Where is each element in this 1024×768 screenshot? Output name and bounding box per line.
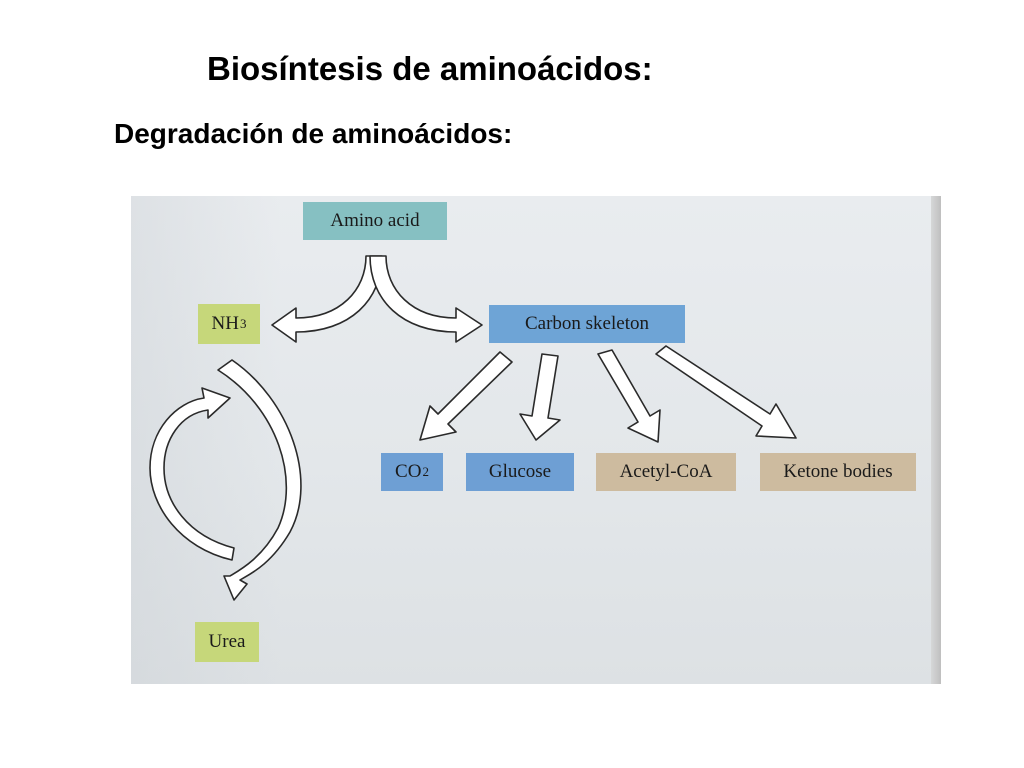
arrow-urea-cycle (217, 359, 302, 601)
slide-title: Biosíntesis de aminoácidos: (207, 50, 653, 87)
diagram-panel (131, 196, 941, 684)
node-ketone-bodies-label: Ketone bodies (783, 461, 893, 482)
node-carbon-skeleton-label: Carbon skeleton (524, 313, 649, 334)
node-carbon-skeleton: Carbon skeleton (489, 305, 685, 343)
node-ketone-bodies: Ketone bodies (760, 453, 916, 491)
arrow-carbon-to-ketone (655, 345, 797, 439)
node-nh3-subscript: 3 (239, 316, 247, 331)
node-urea: Urea (195, 622, 259, 662)
arrow-urea-cycle-return (149, 387, 235, 561)
node-amino-acid-label: Amino acid (330, 210, 420, 231)
arrow-aminoacid-to-carbon (369, 255, 483, 343)
node-co2-label: CO (395, 461, 422, 482)
node-glucose-label: Glucose (488, 461, 552, 482)
slide-subtitle: Degradación de aminoácidos: (114, 118, 513, 149)
node-urea-label: Urea (208, 631, 246, 652)
arrow-aminoacid-to-nh3 (271, 255, 383, 343)
arrow-carbon-to-acetylcoa (597, 349, 661, 443)
arrow-carbon-to-co2 (419, 351, 513, 441)
panel-edge (931, 196, 941, 684)
node-nh3-label: NH (211, 313, 239, 334)
node-acetyl-coa: Acetyl-CoA (596, 453, 736, 491)
node-acetyl-coa-label: Acetyl-CoA (619, 461, 713, 482)
node-amino-acid: Amino acid (303, 202, 447, 240)
arrow-carbon-to-glucose (519, 353, 561, 441)
node-glucose: Glucose (466, 453, 574, 491)
node-co2-subscript: 2 (422, 464, 429, 479)
